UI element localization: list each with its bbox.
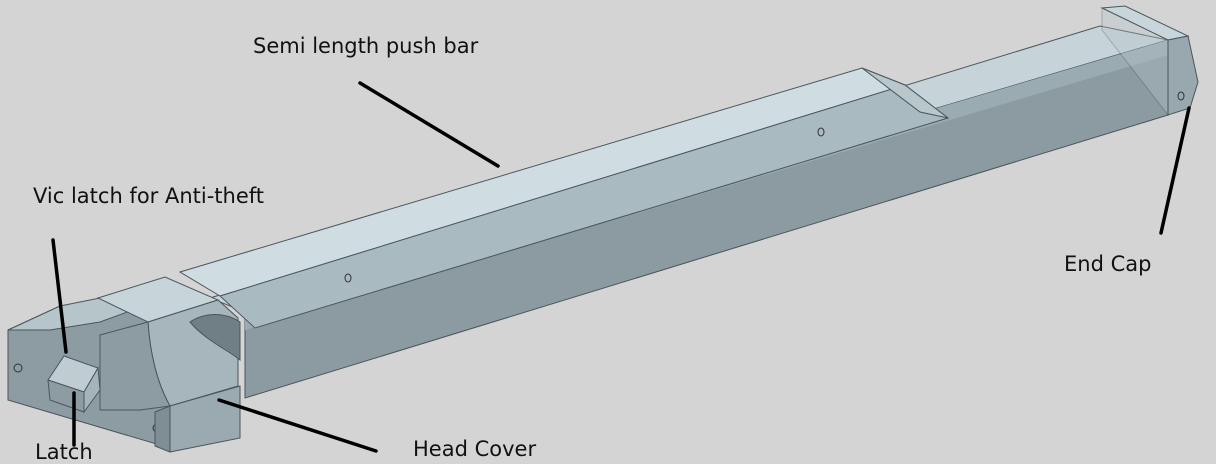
- vic-latch-leader-line: [51, 238, 68, 354]
- semi-length-push-bar: [178, 67, 950, 329]
- head-cover-leader-line: [217, 398, 378, 453]
- label-latch: Latch: [35, 440, 93, 464]
- label-vic-latch: Vic latch for Anti-theft: [33, 184, 265, 208]
- head-assembly: [7, 276, 241, 453]
- screw-hole-icon: [344, 273, 352, 283]
- end-cap-leader-line: [1159, 106, 1191, 235]
- end-cap: [1100, 5, 1199, 117]
- label-push-bar: Semi length push bar: [253, 34, 479, 58]
- screw-hole-icon: [1177, 91, 1185, 101]
- leader-lines: [51, 81, 1191, 453]
- label-head-cover: Head Cover: [413, 437, 537, 461]
- screw-icon: [13, 363, 23, 373]
- label-end-cap: End Cap: [1064, 252, 1152, 276]
- push-bar-leader-line: [358, 81, 500, 168]
- push-bar-rail: [208, 25, 1169, 399]
- screw-hole-icon: [817, 127, 825, 137]
